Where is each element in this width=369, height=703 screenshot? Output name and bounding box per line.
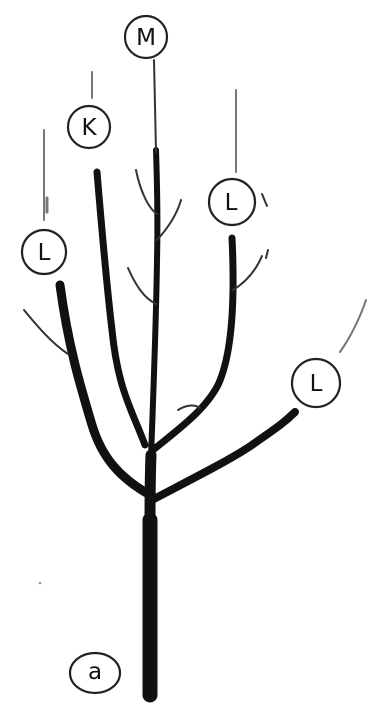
twig <box>128 268 156 304</box>
label-m-badge: M <box>125 16 167 58</box>
lower-right-lateral-thin <box>340 300 366 352</box>
competitor-branch <box>97 172 145 445</box>
label-a-badge: a <box>70 653 120 693</box>
label-l-lower-right-badge: L <box>292 359 340 407</box>
label-m-text: M <box>136 25 156 51</box>
twig <box>266 250 268 258</box>
label-l-lower-right-text: L <box>310 371 323 397</box>
label-l-upper-right-text: L <box>225 190 238 216</box>
upper-right-lateral-branch <box>153 238 233 450</box>
lower-right-lateral-branch <box>152 412 295 500</box>
label-a-text: a <box>88 659 102 685</box>
twig <box>262 194 267 206</box>
label-k-text: K <box>81 115 97 141</box>
twig <box>157 200 181 240</box>
leader-thin <box>154 60 156 152</box>
twig <box>233 256 262 290</box>
label-l-upper-right-badge: L <box>209 179 255 225</box>
label-l-left-badge: L <box>22 230 66 274</box>
label-k-badge: K <box>68 106 110 148</box>
label-l-left-text: L <box>38 240 51 266</box>
left-lateral-branch <box>60 285 150 495</box>
speck <box>39 582 42 585</box>
